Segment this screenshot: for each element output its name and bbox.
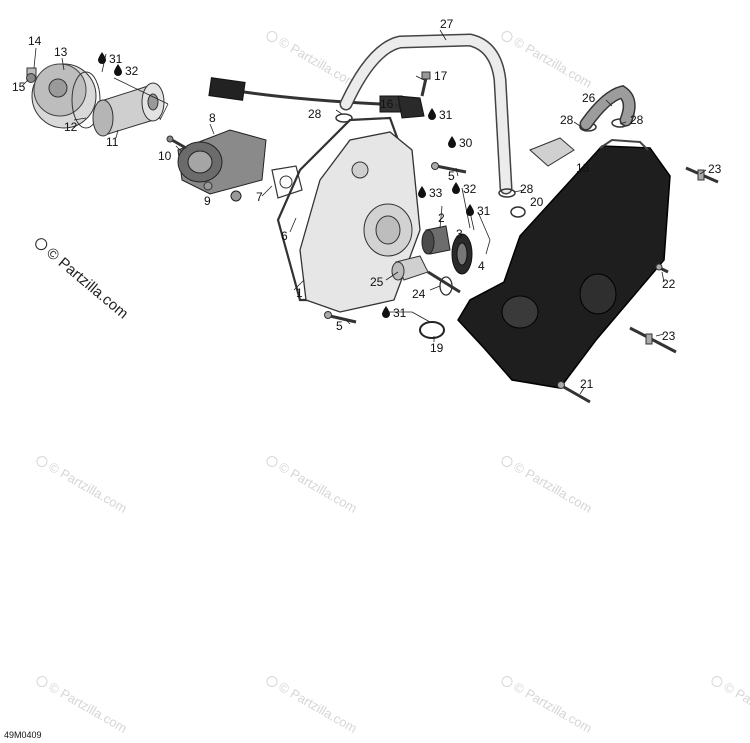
screw-part — [203, 181, 213, 191]
callout-12: 12 — [64, 120, 78, 134]
lubricant-ref: 33 — [429, 186, 443, 200]
lubricant-ref: 32 — [463, 182, 477, 196]
callout-1: 1 — [296, 286, 303, 300]
callout-labels: 1 2 3 4 5 5 6 7 8 9 10 11 12 13 14 15 16… — [12, 17, 722, 391]
callout-2: 2 — [438, 211, 445, 225]
watermark: © Partzilla.com — [276, 34, 359, 91]
cap-bolt-part — [26, 67, 37, 83]
sensor-part — [397, 95, 425, 119]
bolt-22-part — [655, 263, 669, 274]
small-gasket-part — [271, 165, 303, 199]
callout-20: 20 — [530, 195, 544, 209]
callout-17: 17 — [434, 69, 448, 83]
callout-5-lower: 5 — [336, 319, 343, 333]
callout-23-upper: 23 — [708, 162, 722, 176]
lubricant-ref: 31 — [109, 52, 123, 66]
lubricant-ref: 32 — [125, 64, 139, 78]
lubricant-ref: 30 — [459, 136, 473, 150]
callout-5-upper: 5 — [448, 169, 455, 183]
callout-10: 10 — [158, 149, 172, 163]
watermark: © Partzilla.com — [276, 679, 359, 736]
oil-drop-icon — [382, 306, 390, 318]
watermark: © Partzilla.com — [276, 459, 359, 516]
hose-part — [339, 33, 513, 195]
lubricant-ref: 31 — [393, 306, 407, 320]
callout-24: 24 — [412, 287, 426, 301]
watermark: © Partzilla.com — [46, 459, 129, 516]
callout-7: 7 — [256, 190, 263, 204]
elbow-fitting-part — [529, 137, 575, 167]
oil-drop-icon — [448, 136, 456, 148]
callout-4: 4 — [478, 259, 485, 273]
callout-28-mid: 28 — [560, 113, 574, 127]
watermark: © Partzilla.com — [511, 679, 594, 736]
bolt-21-part — [557, 381, 591, 404]
callout-23-lower: 23 — [662, 329, 676, 343]
housing-bolt-part — [166, 135, 187, 150]
oring-part — [419, 321, 445, 339]
oil-drop-icon — [466, 204, 474, 216]
leader-lines — [21, 29, 707, 395]
main-watermark: © Partzilla.com — [35, 238, 131, 322]
callout-8: 8 — [209, 111, 216, 125]
callout-28-right: 28 — [630, 113, 644, 127]
oil-drop-icon — [418, 186, 426, 198]
oil-drop-icon — [452, 182, 460, 194]
callout-13: 13 — [54, 45, 68, 59]
callout-14: 14 — [28, 34, 42, 48]
cover-bolt-lower-part — [324, 311, 357, 324]
callout-18: 18 — [576, 161, 590, 175]
inner-cover-part — [299, 131, 421, 313]
diagram-code: 49M0409 — [4, 730, 42, 740]
sensor-harness-part — [208, 77, 403, 113]
filter-cap-part — [31, 63, 101, 129]
stud-lower-part — [629, 326, 677, 354]
watermark: © Partzilla.com — [511, 34, 594, 91]
callout-22: 22 — [662, 277, 676, 291]
oil-drop-icon — [98, 52, 106, 64]
callout-27: 27 — [440, 17, 454, 31]
filter-housing-part — [177, 129, 267, 202]
lubricant-ref: 31 — [439, 108, 453, 122]
callout-19: 19 — [430, 341, 444, 355]
callout-3: 3 — [456, 227, 463, 241]
seal-part — [451, 233, 473, 275]
stud-upper-part — [685, 166, 719, 184]
watermark: © Partzilla.com — [46, 679, 129, 736]
callout-9: 9 — [204, 194, 211, 208]
shaft-part — [391, 255, 461, 296]
lubricant-ref: 31 — [477, 204, 491, 218]
oil-drop-icon — [114, 64, 122, 76]
watermark: © Partzilla.com — [511, 459, 594, 516]
callout-26: 26 — [582, 91, 596, 105]
callout-11: 11 — [106, 135, 119, 149]
callout-16: 16 — [380, 97, 394, 111]
callout-28-left: 28 — [308, 107, 322, 121]
callout-6: 6 — [281, 229, 288, 243]
oil-drop-icon — [428, 108, 436, 120]
callout-15: 15 — [12, 80, 26, 94]
svg-text:© Partzilla.com: © Partzilla.com — [43, 244, 131, 322]
oil-filter-part — [92, 82, 165, 137]
sensor-bolt-part — [420, 71, 431, 97]
watermark: © Partzilla.com — [721, 679, 750, 736]
callout-28-hose: 28 — [520, 182, 534, 196]
lubricant-labels: 31 32 31 30 33 32 31 31 — [98, 52, 491, 320]
cover-bolt-upper-part — [431, 162, 467, 174]
callout-25: 25 — [370, 275, 384, 289]
callout-21: 21 — [580, 377, 594, 391]
oring-small-part — [510, 206, 526, 218]
outer-cover-part — [457, 138, 671, 389]
small-hose-part — [579, 84, 636, 131]
bearing-part — [421, 225, 451, 255]
